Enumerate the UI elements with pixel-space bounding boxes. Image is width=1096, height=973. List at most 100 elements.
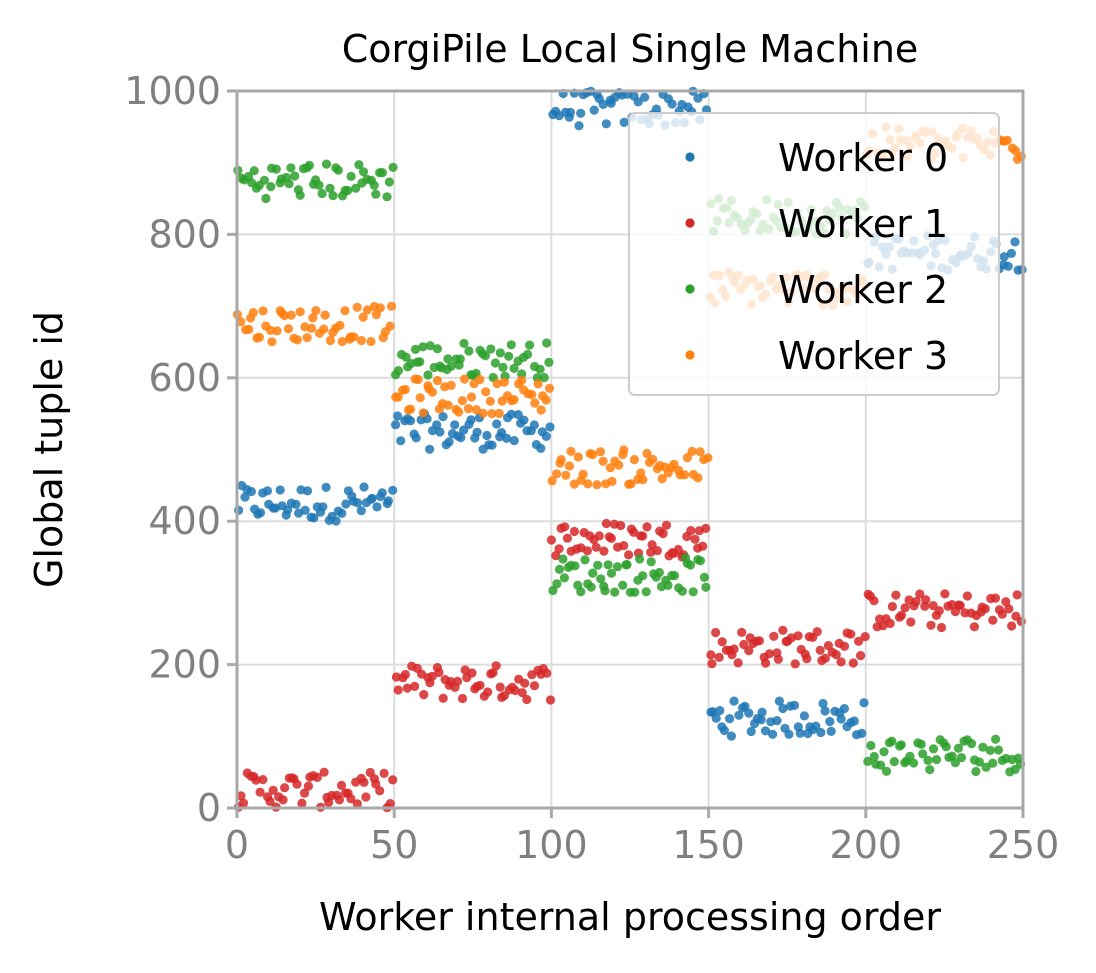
data-point: [856, 651, 866, 661]
data-point: [588, 568, 598, 578]
data-point: [583, 479, 593, 489]
data-point: [993, 745, 1004, 755]
data-point: [881, 766, 892, 776]
data-point: [925, 765, 935, 775]
data-point: [454, 407, 464, 417]
data-point: [393, 392, 403, 402]
data-point: [879, 747, 889, 757]
data-point: [457, 396, 467, 406]
data-point: [415, 357, 425, 367]
legend-label: Worker 0: [778, 136, 948, 180]
data-point: [601, 119, 611, 129]
data-point: [297, 798, 307, 808]
data-point: [988, 758, 998, 768]
data-point: [536, 405, 546, 415]
data-point: [971, 766, 981, 777]
data-point: [401, 352, 411, 362]
data-point: [686, 526, 696, 536]
data-point: [600, 586, 610, 596]
data-point: [1001, 597, 1011, 607]
data-point: [309, 513, 319, 523]
x-tick-label: 250: [987, 823, 1060, 867]
y-tick-label: 400: [148, 499, 221, 543]
data-point: [292, 335, 302, 345]
data-point: [446, 380, 456, 390]
data-point: [887, 601, 898, 612]
data-point: [981, 762, 991, 772]
data-point: [733, 658, 743, 668]
data-point: [695, 556, 706, 566]
legend-label: Worker 2: [778, 268, 948, 312]
data-point: [361, 792, 371, 802]
data-point: [529, 681, 540, 691]
data-point: [308, 313, 318, 323]
data-point: [502, 433, 512, 443]
data-point: [601, 518, 612, 529]
data-point: [459, 374, 470, 384]
data-point: [377, 168, 387, 178]
data-point: [648, 454, 658, 464]
legend-marker: [685, 350, 695, 360]
data-point: [642, 448, 652, 459]
data-point: [737, 627, 747, 638]
data-point: [701, 582, 711, 592]
data-point: [565, 107, 576, 117]
data-point: [1006, 248, 1017, 258]
data-point: [918, 749, 928, 759]
data-point: [393, 685, 403, 695]
data-point: [699, 572, 710, 583]
chart-title: CorgiPile Local Single Machine: [342, 27, 919, 71]
data-point: [349, 332, 359, 342]
data-point: [857, 728, 867, 739]
data-point: [258, 306, 268, 316]
data-point: [317, 188, 327, 199]
data-point: [846, 629, 856, 639]
data-point: [698, 541, 708, 551]
data-point: [415, 393, 425, 403]
data-point: [593, 560, 603, 570]
data-point: [492, 419, 502, 429]
data-point: [638, 531, 648, 541]
data-point: [544, 357, 554, 367]
data-point: [525, 340, 535, 350]
data-point: [541, 431, 551, 441]
data-point: [606, 533, 617, 544]
data-point: [812, 627, 822, 637]
data-point: [616, 520, 626, 531]
data-point: [455, 354, 465, 364]
data-point: [362, 305, 373, 315]
data-point: [717, 637, 727, 647]
data-point: [629, 455, 640, 465]
data-point: [545, 422, 555, 432]
data-point: [481, 387, 491, 397]
data-point: [746, 726, 756, 737]
data-point: [789, 700, 800, 711]
data-point: [941, 742, 951, 752]
data-point: [947, 600, 957, 610]
data-point: [818, 698, 828, 709]
data-point: [610, 587, 620, 597]
data-point: [657, 474, 667, 484]
data-point: [333, 165, 343, 175]
data-point: [385, 321, 395, 331]
data-point: [719, 725, 730, 736]
data-point: [410, 344, 421, 354]
data-point: [432, 375, 443, 386]
data-point: [774, 696, 785, 706]
axes: [235, 89, 1025, 810]
y-tick-label: 0: [197, 786, 221, 830]
data-point: [576, 587, 586, 597]
data-point: [487, 440, 497, 450]
data-point: [377, 488, 387, 498]
data-point: [491, 661, 501, 671]
data-point: [385, 799, 395, 809]
data-point: [506, 340, 516, 350]
legend-label: Worker 3: [778, 334, 948, 378]
data-point: [320, 310, 330, 320]
data-point: [598, 99, 608, 109]
data-point: [302, 486, 313, 496]
data-point: [562, 533, 573, 543]
data-point: [638, 475, 648, 485]
